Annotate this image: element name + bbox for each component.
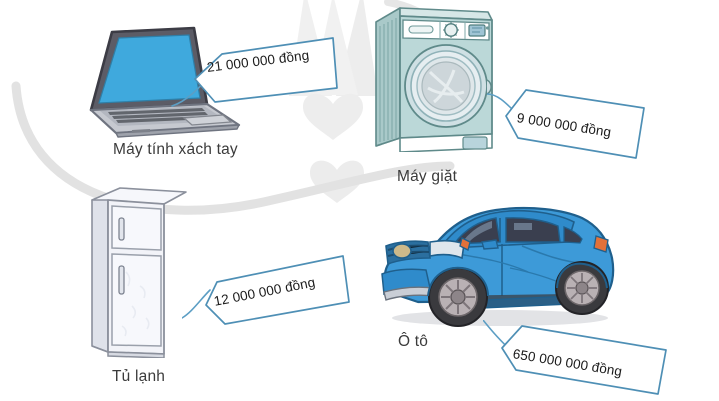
price-callout-refrigerator: 12 000 000 đồng xyxy=(197,250,353,330)
caption-refrigerator: Tủ lạnh xyxy=(112,368,166,385)
caption-washing-machine: Máy giặt xyxy=(397,168,458,185)
price-callout-washing-machine: 9 000 000 đồng xyxy=(500,88,648,160)
washing-machine-icon xyxy=(375,7,493,152)
caption-laptop: Máy tính xách tay xyxy=(113,141,238,158)
caption-car: Ô tô xyxy=(398,333,429,350)
car-icon xyxy=(381,206,615,327)
refrigerator-icon xyxy=(91,187,187,358)
price-callout-laptop: 21 000 000 đồng xyxy=(191,36,338,106)
refrigerator-leader-line xyxy=(182,289,211,319)
laptop-icon xyxy=(89,26,241,138)
price-callout-car: 650 000 000 đồng xyxy=(496,322,672,398)
